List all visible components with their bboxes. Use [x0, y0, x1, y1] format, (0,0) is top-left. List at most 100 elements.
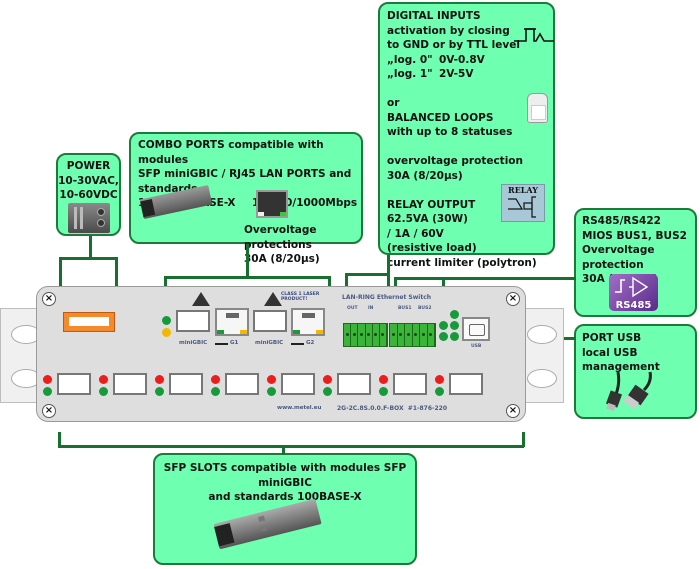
connector-rs485-mid — [442, 277, 445, 288]
combo-rj45-port-g1[interactable] — [215, 308, 249, 336]
usb-port[interactable] — [462, 317, 490, 341]
connector-sfp-bracket — [58, 445, 524, 448]
g1-marker — [215, 343, 228, 345]
device-title: LAN-RING Ethernet Switch — [342, 294, 432, 301]
sfp-link-led — [267, 375, 276, 384]
power-dc: 10-60VDC — [59, 189, 118, 201]
status-led — [450, 321, 459, 330]
sfp-slot[interactable] — [169, 373, 203, 395]
screw-icon: × — [42, 292, 56, 306]
led-alarm — [162, 328, 171, 337]
combo-label-minigbic-1: miniGBIC — [179, 340, 208, 346]
digital-protection-1: overvoltage protection — [387, 155, 523, 167]
screw-icon: × — [42, 404, 56, 418]
status-led — [439, 332, 448, 341]
power-supply-icon — [68, 203, 110, 233]
screw-icon: × — [506, 292, 520, 306]
combo-line-1: COMBO PORTS compatible with modules — [138, 139, 324, 166]
sfp-slot[interactable] — [113, 373, 147, 395]
connector-combo-bracket — [164, 276, 330, 279]
rs485-callout: RS485/RS422 MIOS BUS1, BUS2 Overvoltage … — [574, 208, 697, 317]
terminal-block-bus[interactable] — [389, 323, 436, 347]
usb-line-2: local USB management — [582, 346, 660, 374]
power-connector[interactable] — [63, 312, 115, 332]
combo-protection-1: Overvoltage protections — [244, 224, 317, 251]
combo-sfp-slot-g2[interactable] — [253, 310, 287, 332]
connector-combo-left — [164, 276, 167, 288]
digital-line-1: activation by closing — [387, 24, 510, 37]
relay-line-2: 62.5VA (30W) — [387, 213, 468, 225]
connector-digital — [387, 255, 390, 288]
relay-line-1: RELAY OUTPUT — [387, 198, 476, 211]
relay-icon: RELAY — [501, 184, 545, 222]
sfp-slot[interactable] — [281, 373, 315, 395]
sfp-activity-led — [267, 387, 276, 396]
relay-line-3: / 1A / 60V — [387, 227, 444, 240]
terminal-group-bus1: BUS1 — [398, 306, 412, 311]
connector-combo — [246, 244, 249, 278]
sfp-slots-callout: SFP SLOTS compatible with modules SFP mi… — [153, 453, 417, 565]
combo-protection-2: 30A (8/20µs) — [244, 253, 320, 265]
digital-protection-2: 30A (8/20µs) — [387, 169, 463, 182]
status-led — [439, 321, 448, 330]
g2-marker — [291, 343, 304, 345]
terminal-group-out: OUT — [347, 306, 358, 311]
digital-title: DIGITAL INPUTS — [387, 10, 481, 22]
rs485-line-1: RS485/RS422 — [582, 215, 661, 227]
combo-rj45-port-g2[interactable] — [291, 308, 325, 336]
sfp-slot[interactable] — [57, 373, 91, 395]
combo-label-g2: G2 — [306, 340, 315, 346]
connector-sfp-left — [58, 432, 61, 447]
status-led — [450, 332, 459, 341]
relay-line-5: current limiter (polytron) — [387, 256, 537, 269]
combo-sfp-slot-g1[interactable] — [176, 310, 210, 332]
power-ac: 10-30VAC, — [58, 174, 119, 187]
usb-line-1: PORT USB — [582, 332, 642, 344]
connector-power — [89, 236, 92, 258]
combo-ports-callout: COMBO PORTS compatible with modules SFP … — [129, 132, 363, 265]
digital-or: or — [387, 97, 400, 109]
sfp-activity-led — [43, 387, 52, 396]
sfp-slot[interactable] — [337, 373, 371, 395]
connector-sfp-stem — [282, 445, 285, 455]
sfp-link-led — [211, 375, 220, 384]
terminal-group-bus2: BUS2 — [418, 306, 432, 311]
connector-power-left — [59, 257, 62, 287]
sfp-slot[interactable] — [225, 373, 259, 395]
led-pwr — [162, 316, 171, 325]
digital-line-2: to GND or by TTL level — [387, 39, 520, 51]
sfp-link-led — [155, 375, 164, 384]
relay-icon-label: RELAY — [508, 185, 538, 195]
combo-label-g1: G1 — [230, 340, 239, 346]
mount-hole — [527, 369, 557, 388]
connector-digital-left — [345, 273, 348, 288]
terminal-block-io[interactable] — [343, 323, 388, 347]
rs485-line-2: MIOS BUS1, BUS2 — [582, 229, 687, 242]
sfp-line-2: and standards 100BASE-X — [208, 491, 362, 503]
power-callout: POWER 10-30VAC, 10-60VDC — [56, 153, 121, 236]
combo-label-minigbic-2: miniGBIC — [255, 340, 284, 346]
connector-digital-bracket — [345, 273, 389, 276]
mounting-ear-right — [520, 308, 564, 403]
sfp-link-led — [99, 375, 108, 384]
sfp-slot[interactable] — [393, 373, 427, 395]
status-led — [450, 310, 459, 319]
website-label: www.metel.eu — [277, 405, 322, 411]
sfp-activity-led — [435, 387, 444, 396]
sfp-activity-led — [323, 387, 332, 396]
digital-inputs-callout: DIGITAL INPUTS activation by closing to … — [378, 2, 555, 269]
log0-label: „log. 0" — [387, 53, 433, 66]
terminal-group-in: IN — [368, 306, 374, 311]
switch-contact-icon — [514, 28, 554, 42]
usb-port-label: USB — [471, 344, 482, 349]
connector-sfp-right — [522, 432, 525, 447]
balanced-loops-2: with up to 8 statuses — [387, 126, 513, 138]
sfp-link-led — [323, 375, 332, 384]
log0-value: 0V-0.8V — [439, 53, 485, 66]
relay-line-4: (resistive load) — [387, 242, 477, 254]
sfp-slot[interactable] — [449, 373, 483, 395]
usb-cable-icon — [605, 371, 652, 412]
connector-power-right — [115, 257, 118, 287]
laser-warning-line: CLASS 1 LASER — [281, 292, 320, 297]
connector-combo-right — [328, 276, 331, 288]
